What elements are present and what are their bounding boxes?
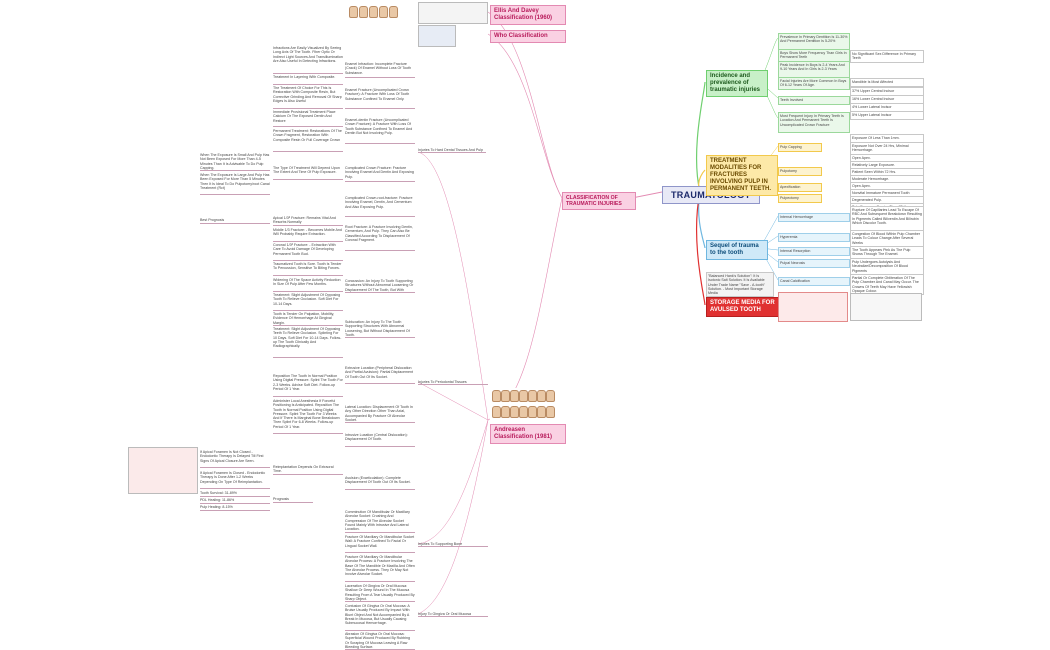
incidence-item-6: Most Frequent Injury In Primary Teeth Is… <box>778 112 850 133</box>
incidence-item-2: Boys Show More Frequency Than Girls In P… <box>778 49 850 62</box>
incidence-sub-2: Mandible Is Most Affected <box>850 78 924 87</box>
perio-note-3: Treatment: Slight Adjustment Of Opposing… <box>273 293 343 311</box>
incidence-branch[interactable]: Incidence and prevalence of traumatic in… <box>706 70 768 97</box>
perio-type-3: Extrusive Luxation (Peripheral Dislocati… <box>345 366 415 384</box>
sequel-internal-resorption: Internal Resorption <box>778 247 850 256</box>
hard-type-2: Enamel Fracture (Uncomplicated Crown Fra… <box>345 88 415 109</box>
avulsion-note-1: If Apical Foramen Is Not Closed - Endodo… <box>200 450 270 468</box>
storage-table-image <box>778 292 848 322</box>
hard-note-7: Apical 1/3ᵈ Fracture: Remains Vital And … <box>273 216 343 226</box>
storage-note: "Balanced Hank's Solution": It Is Isoton… <box>706 272 774 297</box>
hard-type-6: Root Fracture: A Fracture Involving Dent… <box>345 225 415 251</box>
perio-type-6: Avulsion (Exarticulation): Complete Disp… <box>345 476 415 490</box>
incidence-sub-1: No Significant Sex Difference In Primary… <box>850 50 924 63</box>
hard-type-4: Complicated Crown Fracture: Fracture Inv… <box>345 166 415 182</box>
incidence-item-4: Facial Injuries Are More Common In Boys … <box>778 77 850 90</box>
category-hard-tissues[interactable]: Injuries To Hard Dental Tissues And Pulp <box>418 148 486 154</box>
sequel-pulpal-necrosis: Pulpal Necrosis <box>778 259 850 268</box>
hard-note-1: Infractions Are Easily Visualized By See… <box>273 46 343 74</box>
perio-note-2: Widening Of The Space Activity Reduction… <box>273 278 343 292</box>
perio-note-6: Reposition The Tooth In Normal Position … <box>273 374 343 397</box>
hard-note-5: Permanent Treatment: Restorations Of The… <box>273 129 343 152</box>
treatment-branch[interactable]: TREATMENT MODALITIES FOR FRACTURES INVOL… <box>706 155 778 196</box>
classification-branch[interactable]: CLASSIFICATION OF TRAUMATIC INJURIES <box>562 192 636 210</box>
sequel-sub-5: Partial Or Complete Obliteration Of The … <box>850 274 924 295</box>
incidence-item-5: Teeth Involved <box>778 96 850 105</box>
ellis-teeth-image <box>347 3 403 21</box>
gingiva-type-1: Laceration Of Gingiva Or Oral Mucosa: Sh… <box>345 584 415 602</box>
hard-note-4: Immediate Provisional Treatment Place Ca… <box>273 110 343 127</box>
tooth-survival: Tooth Survival: 31-89% <box>200 491 270 497</box>
perio-note-4: Tooth Is Tender On Palpation, Mobility, … <box>273 312 343 326</box>
sequel-sub-1: Rupture Of Capillaries Lead To Escape Of… <box>850 206 924 231</box>
perio-type-4: Lateral Luxation: Displacement Of Tooth … <box>345 405 415 423</box>
hard-note-3: The Treatment Of Choice For This Is Rest… <box>273 86 343 109</box>
storage-chart-image <box>850 293 922 321</box>
category-gingiva[interactable]: Injury To Gingiva Or Oral Mucosa <box>418 612 488 618</box>
storage-branch[interactable]: STORAGE MEDIA FOR AVULSED TOOTH <box>706 297 782 317</box>
hard-note-6: The Type Of Treatment Will Depend Upon T… <box>273 166 343 180</box>
hard-note-9: Coronal 1/3ᵈ Fracture: - Extraction With… <box>273 243 343 261</box>
treatment-pulpectomy: Pulpectomy <box>778 194 822 203</box>
ellis-table-image <box>418 2 488 24</box>
sequel-sub-2: Congestion Of Blood Within Pulp Chamber … <box>850 230 924 247</box>
pulp-note-1: When The Exposure Is Small And Pulp Has … <box>200 153 270 171</box>
andreasen-classification[interactable]: Andreasen Classification (1981) <box>490 424 566 444</box>
bone-type-3: Fracture Of Maxillary Or Mandibular Alve… <box>345 555 415 582</box>
perio-type-2: Subluxation: An Injury To The Tooth Supp… <box>345 320 415 338</box>
hard-note-2: Treatment In Layering With Composite. <box>273 75 343 85</box>
bone-type-1: Comminution Of Mandibular Or Maxillary A… <box>345 510 415 533</box>
pdl-healing: PDL Healing: 11-86% <box>200 498 270 504</box>
perio-note-7: Administer Local Anesthesia If Forceful … <box>273 399 343 434</box>
incidence-item-3: Peak Incidence In Boys Is 2-4 Years And … <box>778 61 850 78</box>
perio-note-8: Reimplantation Depends On Extraoral Time… <box>273 465 343 475</box>
treatment-pulpotomy: Pulpotomy <box>778 167 822 176</box>
gingiva-type-3: Abrasion Of Gingiva Or Oral Mucosa: Supe… <box>345 632 415 650</box>
incidence-item-1: Prevalence In Primary Dentition Is 11-30… <box>778 33 850 50</box>
sequel-hyperemia: Hyperemia <box>778 233 850 242</box>
sequel-internal-hemorrhage: Internal Hemorrhage <box>778 213 850 222</box>
pulp-note-2: When The Exposure Is Large And Pulp Has … <box>200 173 270 195</box>
who-classification[interactable]: Who Classification <box>490 30 566 43</box>
incidence-sub-6: 5% Upper Lateral Incisor <box>850 111 924 120</box>
perio-note-5: Treatment: Slight Adjustment Of Opposing… <box>273 327 343 358</box>
andreasen-teeth-image <box>490 388 558 422</box>
avulsion-table-image <box>128 447 198 494</box>
sequel-branch[interactable]: Sequel of trauma to the tooth <box>706 240 768 260</box>
best-prognosis: Best Prognosis <box>200 218 270 224</box>
luxation-sketch <box>273 359 303 373</box>
sequel-canal-calcification: Canal Calcification <box>778 277 850 286</box>
treatment-sub-2: Exposure Not Over 24 Hrs, Minimal Hemorr… <box>850 142 924 155</box>
perio-type-5: Intrusive Luxation (Central Dislocation)… <box>345 433 415 447</box>
perio-type-1: Concussion: An Injury To Tooth Supportin… <box>345 279 415 293</box>
perio-note-9: Prognosis <box>273 497 313 503</box>
perio-note-1: Traumatized Tooth Is Sore. Tooth Is Tend… <box>273 262 343 276</box>
hard-type-3: Enamel-dentin Fracture (Uncomplicated Cr… <box>345 118 415 144</box>
hard-type-5: Complicated Crown-root-fracture: Fractur… <box>345 196 415 217</box>
pulp-healing: Pulp Healing: 8-15% <box>200 505 270 511</box>
gingiva-type-2: Contusion Of Gingiva Or Oral Mucosa: A B… <box>345 604 415 631</box>
who-table-image <box>418 25 456 47</box>
treatment-pulp-capping: Pulp Capping <box>778 143 822 152</box>
hard-note-8: Middle 1/3 Fracture: - Becomes Mobile An… <box>273 228 343 242</box>
ellis-classification[interactable]: Ellis And Davey Classification (1960) <box>490 5 566 25</box>
category-supporting-bone[interactable]: Injuries To Supporting Bone <box>418 542 488 548</box>
treatment-apexification: Apexification <box>778 183 822 192</box>
hard-type-1: Enamel Infraction: Incomplete Fracture (… <box>345 62 415 78</box>
avulsion-note-2: If Apical Foramen Is Closed - Endodontic… <box>200 471 270 489</box>
bone-type-2: Fracture Of Maxillary Or Mandibular Sock… <box>345 535 415 553</box>
sequel-sub-4: Pulp Undergoes Autolysis And Neutralize/… <box>850 258 924 275</box>
category-periodontal[interactable]: Injuries To Periodontal Tissues <box>418 380 488 386</box>
